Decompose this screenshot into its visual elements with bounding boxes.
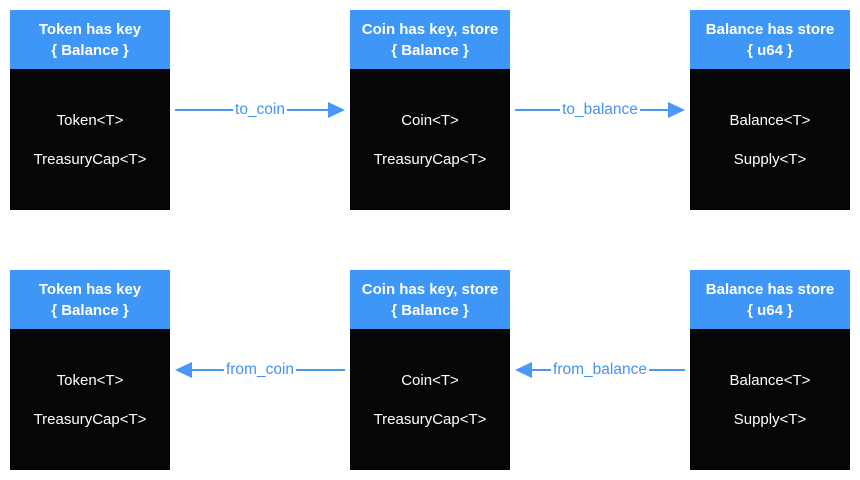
- struct-header-line2: { Balance }: [391, 41, 469, 59]
- struct-box-coin-top: Coin has key, store { Balance } Coin<T> …: [350, 10, 510, 210]
- arrow-left-icon: [175, 362, 192, 378]
- struct-body: Balance<T> Supply<T>: [690, 329, 850, 470]
- struct-field: TreasuryCap<T>: [373, 410, 487, 428]
- arrow-label: from_coin: [223, 361, 297, 379]
- struct-body: Coin<T> TreasuryCap<T>: [350, 69, 510, 210]
- struct-field: Supply<T>: [733, 410, 807, 428]
- struct-header-line1: Token has key: [38, 280, 142, 298]
- struct-header: Coin has key, store { Balance }: [350, 10, 510, 69]
- struct-body: Token<T> TreasuryCap<T>: [10, 69, 170, 210]
- struct-header-line1: Balance has store: [705, 20, 835, 38]
- arrow-right-icon: [668, 102, 685, 118]
- struct-field: TreasuryCap<T>: [33, 410, 147, 428]
- struct-box-balance-top: Balance has store { u64 } Balance<T> Sup…: [690, 10, 850, 210]
- struct-box-coin-bottom: Coin has key, store { Balance } Coin<T> …: [350, 270, 510, 470]
- struct-header-line1: Token has key: [38, 20, 142, 38]
- struct-field: TreasuryCap<T>: [33, 150, 147, 168]
- struct-field: Balance<T>: [729, 111, 811, 129]
- arrow-label: to_coin: [233, 101, 287, 119]
- struct-field: Supply<T>: [733, 150, 807, 168]
- struct-box-balance-bottom: Balance has store { u64 } Balance<T> Sup…: [690, 270, 850, 470]
- struct-header-line2: { Balance }: [51, 301, 129, 319]
- arrow-from-balance: from_balance: [515, 361, 685, 379]
- struct-field: TreasuryCap<T>: [373, 150, 487, 168]
- struct-header-line2: { u64 }: [747, 41, 793, 59]
- arrow-label: from_balance: [551, 361, 649, 379]
- struct-field: Token<T>: [56, 371, 124, 389]
- struct-field: Coin<T>: [401, 371, 459, 389]
- struct-box-token-bottom: Token has key { Balance } Token<T> Treas…: [10, 270, 170, 470]
- arrow-left-icon: [515, 362, 532, 378]
- struct-header: Token has key { Balance }: [10, 10, 170, 69]
- struct-body: Token<T> TreasuryCap<T>: [10, 329, 170, 470]
- struct-field: Coin<T>: [401, 111, 459, 129]
- struct-header-line2: { Balance }: [391, 301, 469, 319]
- struct-header: Coin has key, store { Balance }: [350, 270, 510, 329]
- arrow-from-coin: from_coin: [175, 361, 345, 379]
- struct-body: Balance<T> Supply<T>: [690, 69, 850, 210]
- struct-header-line2: { u64 }: [747, 301, 793, 319]
- arrow-to-coin: to_coin: [175, 101, 345, 119]
- arrow-right-icon: [328, 102, 345, 118]
- struct-header-line2: { Balance }: [51, 41, 129, 59]
- struct-header: Balance has store { u64 }: [690, 10, 850, 69]
- struct-header-line1: Balance has store: [705, 280, 835, 298]
- struct-header: Token has key { Balance }: [10, 270, 170, 329]
- struct-body: Coin<T> TreasuryCap<T>: [350, 329, 510, 470]
- arrow-to-balance: to_balance: [515, 101, 685, 119]
- struct-header: Balance has store { u64 }: [690, 270, 850, 329]
- struct-header-line1: Coin has key, store: [361, 20, 499, 38]
- struct-header-line1: Coin has key, store: [361, 280, 499, 298]
- struct-field: Balance<T>: [729, 371, 811, 389]
- struct-field: Token<T>: [56, 111, 124, 129]
- arrow-label: to_balance: [560, 101, 640, 119]
- struct-box-token-top: Token has key { Balance } Token<T> Treas…: [10, 10, 170, 210]
